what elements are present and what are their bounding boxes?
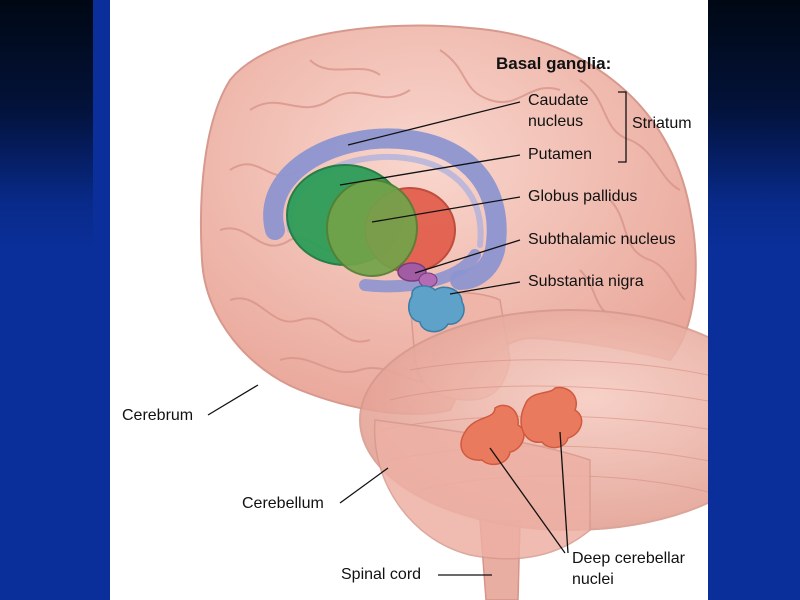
globus-pallidus-label: Globus pallidus xyxy=(528,188,638,205)
caudate-nucleus xyxy=(263,128,507,290)
figure-card: Basal ganglia: Caudate nucleus Striatum … xyxy=(110,0,708,600)
deep-cerebellar-nucleus-right xyxy=(520,386,583,449)
deep-cerebellar-nucleus-left xyxy=(460,404,525,466)
leader-globus-pallidus xyxy=(371,196,521,223)
subthalamic-nucleus-2 xyxy=(418,272,438,288)
leader-lines xyxy=(207,91,627,576)
substantia-nigra xyxy=(407,285,465,333)
leader-putamen xyxy=(339,154,521,186)
putamen-label: Putamen xyxy=(528,146,593,163)
brain-illustration xyxy=(199,24,708,600)
leader-substantia-nigra xyxy=(449,281,521,295)
subthalamic-nucleus-label: Subthalamic nucleus xyxy=(528,231,676,248)
deep-cerebellar-nuclei-label-line1: Deep cerebellar xyxy=(572,550,685,567)
cerebrum-label: Cerebrum xyxy=(122,407,194,424)
left-side-panel xyxy=(0,0,93,600)
leader-cerebrum xyxy=(207,384,259,416)
leader-cerebellum xyxy=(339,467,389,504)
subthalamic-nucleus xyxy=(397,262,427,282)
deep-cerebellar-nuclei-label-line2: nuclei xyxy=(572,571,614,588)
globus-pallidus xyxy=(326,179,418,277)
striatum-bracket xyxy=(618,91,627,163)
cerebellum-label: Cerebellum xyxy=(242,495,324,512)
striatum-label: Striatum xyxy=(632,115,692,132)
leader-subthalamic xyxy=(414,239,521,274)
leader-deep-nuclei-1 xyxy=(489,447,566,554)
right-side-panel xyxy=(707,0,800,600)
leader-deep-nuclei-2 xyxy=(559,431,569,554)
caudate-label-line2: nucleus xyxy=(528,113,584,130)
substantia-nigra-label: Substantia nigra xyxy=(528,273,644,290)
caudate-label-line1: Caudate xyxy=(528,92,589,109)
spinal-cord-label: Spinal cord xyxy=(341,566,422,583)
leader-caudate xyxy=(347,101,521,146)
basal-ganglia-heading: Basal ganglia: xyxy=(496,54,612,73)
